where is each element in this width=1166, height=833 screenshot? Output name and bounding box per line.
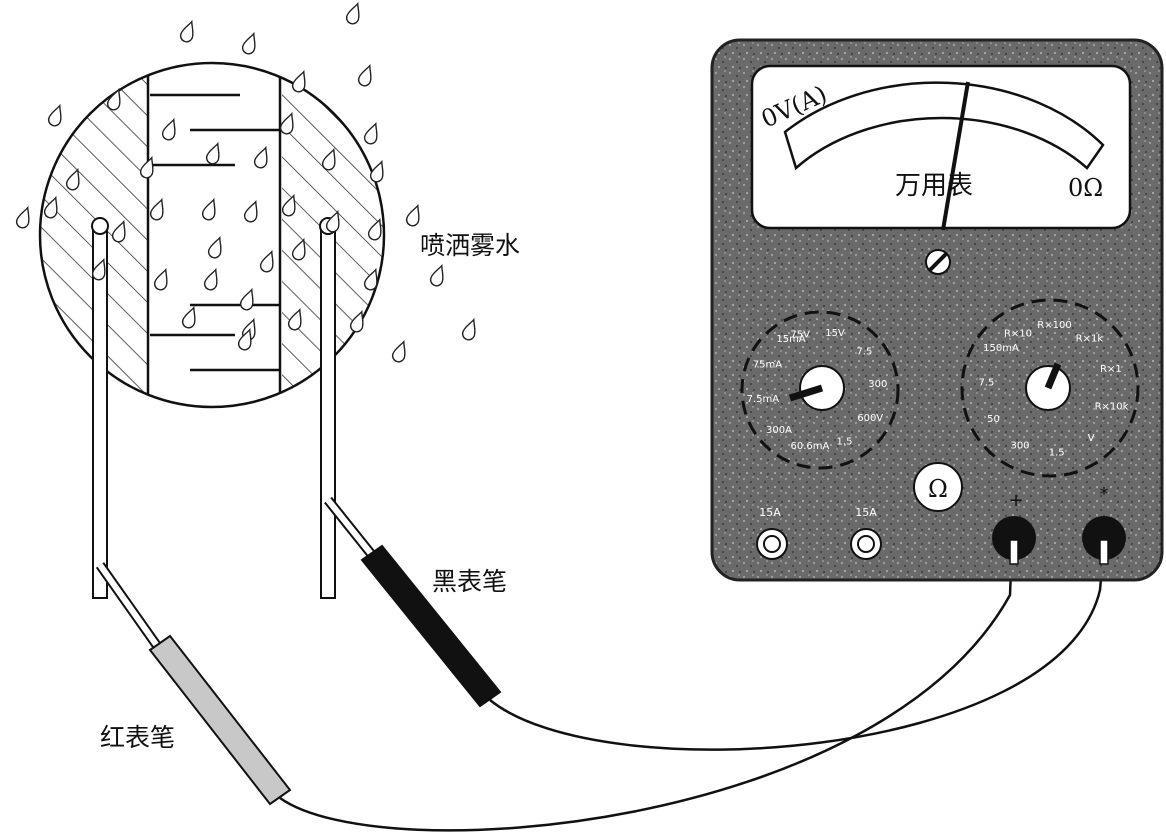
range-label: 75V xyxy=(790,330,810,341)
ohm-symbol: Ω xyxy=(928,475,948,503)
water-drop-icon xyxy=(460,316,481,343)
water-drop-icon xyxy=(362,120,383,147)
range-label: 7.5 xyxy=(856,347,872,358)
range-label: 150mA xyxy=(983,343,1019,354)
red-probe[interactable] xyxy=(95,544,1014,832)
range-label: 15mA xyxy=(776,334,805,345)
left-range-dial[interactable] xyxy=(740,310,900,470)
scale-right-label: 0Ω xyxy=(1068,174,1103,202)
range-label: 75mA xyxy=(753,360,782,371)
spray-label: 喷洒雾水 xyxy=(420,231,521,260)
zero-adjust-screw[interactable] xyxy=(925,249,951,275)
jack-15a-left[interactable]: 15A xyxy=(756,506,788,560)
range-label: 300 xyxy=(868,379,887,390)
red-probe-label: 红表笔 xyxy=(100,723,176,752)
meter-name-label: 万用表 xyxy=(895,171,973,201)
range-label: R×1k xyxy=(1076,334,1104,345)
multimeter: 75V 15V 7.5 300 600V 1.5 60.6mA 300A 7.5mA 75mA 15… xyxy=(710,38,1164,582)
range-label: 15V xyxy=(825,328,845,339)
range-label: V xyxy=(1088,433,1095,444)
water-drop-icon xyxy=(46,102,67,129)
range-label: 60.6mA xyxy=(790,441,829,452)
range-label: R×1 xyxy=(1100,364,1122,375)
water-drop-icon xyxy=(178,18,199,45)
meter-needle xyxy=(941,81,970,231)
right-electrode xyxy=(319,217,337,599)
range-label: 7.5 xyxy=(978,377,994,388)
jack-common-label: * xyxy=(1100,484,1109,505)
black-probe[interactable] xyxy=(324,496,1106,751)
jack-15a-right-label: 15A xyxy=(855,506,877,519)
range-label: 50 xyxy=(987,414,1000,425)
range-label: 300 xyxy=(1010,441,1029,452)
range-label: 600V xyxy=(857,413,883,424)
left-range-labels: 75V 15V 7.5 300 600V 1.5 60.6mA 300A 7.5mA 75mA 15… xyxy=(747,328,888,452)
water-drop-icon xyxy=(290,68,311,95)
water-drop-icon xyxy=(404,202,425,229)
range-label: 300A xyxy=(766,425,792,436)
jack-plus[interactable]: + xyxy=(992,490,1036,565)
water-drop-icon xyxy=(356,62,377,89)
jack-15a-left-label: 15A xyxy=(759,506,781,519)
range-label: R×10k xyxy=(1095,402,1129,413)
water-drop-icon xyxy=(240,30,261,57)
jack-common[interactable]: * xyxy=(1082,484,1126,565)
water-drop-icon xyxy=(368,158,389,185)
water-drop-icon xyxy=(428,262,449,289)
meter-scale xyxy=(783,81,1105,171)
jack-plus-label: + xyxy=(1008,490,1023,511)
range-label: R×100 xyxy=(1037,320,1071,331)
black-probe-label: 黑表笔 xyxy=(432,567,508,596)
range-label: 7.5mA xyxy=(747,394,780,405)
range-label: R×10 xyxy=(1004,329,1032,340)
range-label: 1.5 xyxy=(1049,448,1065,459)
sample-circle xyxy=(38,61,386,409)
ohm-adjust-knob[interactable]: Ω xyxy=(913,462,963,512)
range-label: 1.5 xyxy=(837,437,853,448)
water-drop-icon xyxy=(390,338,411,365)
water-drop-icon xyxy=(344,0,365,27)
jack-15a-right[interactable]: 15A xyxy=(850,506,882,560)
water-drop-icon xyxy=(14,204,35,231)
right-range-dial[interactable] xyxy=(960,298,1140,478)
left-electrode xyxy=(91,217,109,599)
